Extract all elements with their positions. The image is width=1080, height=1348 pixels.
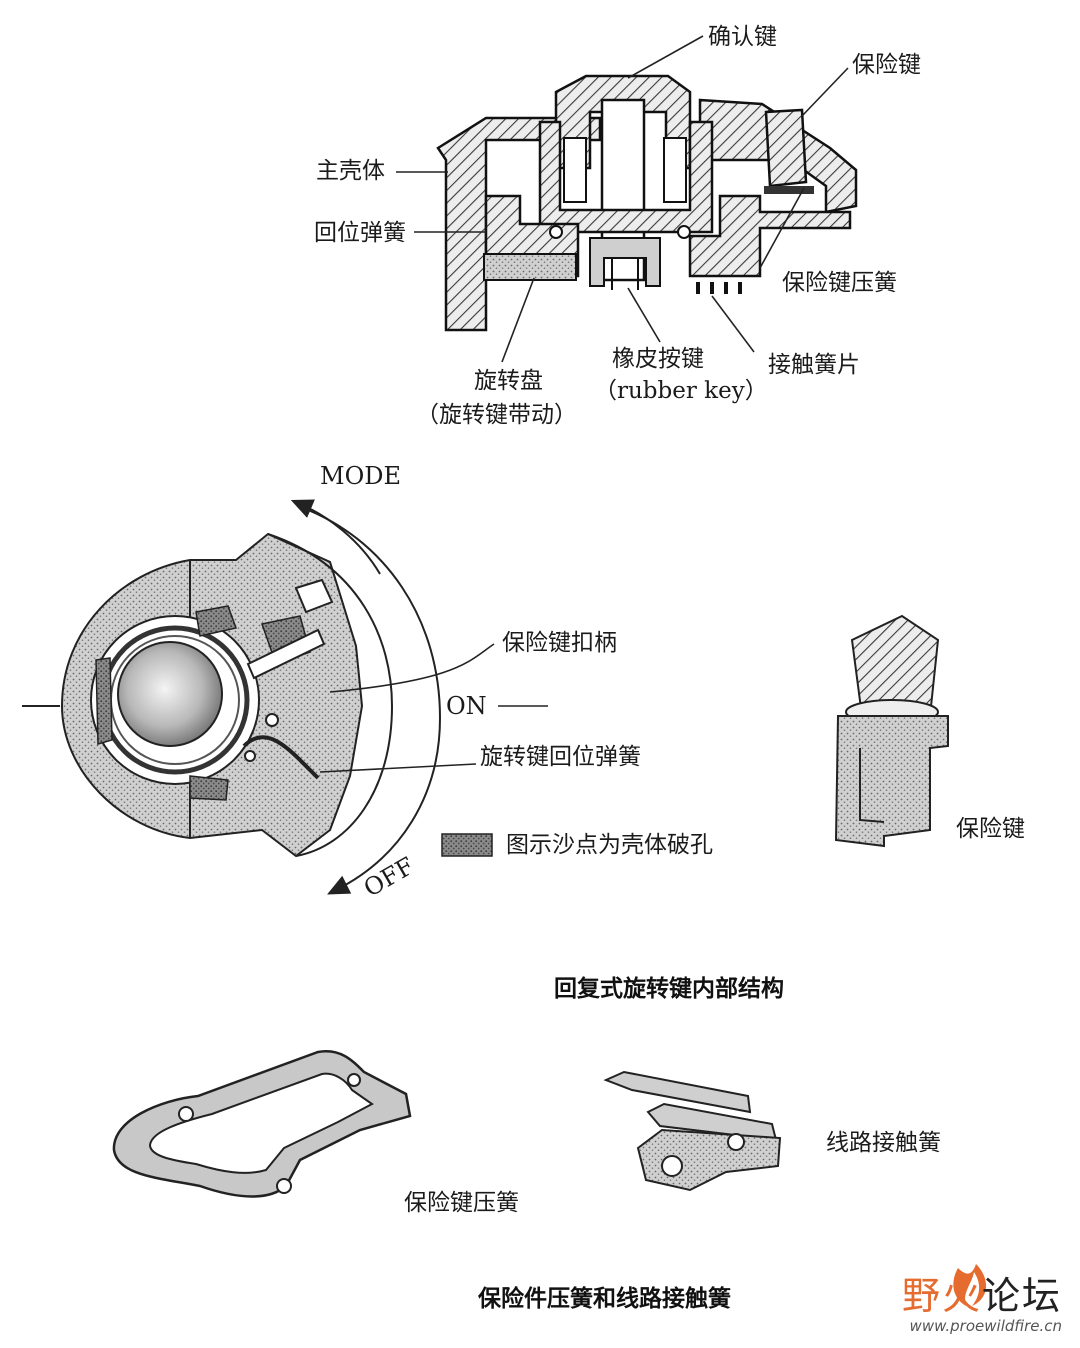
label-safety-key-handle: 保险键扣柄: [502, 630, 617, 656]
label-mode: MODE: [320, 462, 402, 490]
cross-section-drawing: [436, 74, 858, 332]
top-leader-lines: [396, 35, 849, 363]
label-safety-key-spring-part: 保险键压簧: [404, 1190, 519, 1216]
label-on: ON: [446, 692, 487, 720]
safety-key-spring-part: [112, 1049, 412, 1198]
label-rotary-return-spring: 旋转键回位弹簧: [480, 744, 641, 770]
label-rotary-disc-note: （旋转键带动）: [416, 402, 577, 428]
label-safety-key: 保险键: [852, 52, 921, 78]
label-circuit-contact-spring: 线路接触簧: [826, 1130, 941, 1156]
caption-rotary-key-structure: 回复式旋转键内部结构: [554, 976, 784, 1002]
caption-springs: 保险件压簧和线路接触簧: [478, 1286, 731, 1312]
legend-text: 图示沙点为壳体破孔: [506, 832, 713, 858]
label-main-housing: 主壳体: [316, 158, 385, 184]
watermark-title-part2: 论坛: [981, 1274, 1062, 1318]
label-return-spring: 回位弹簧: [314, 220, 406, 246]
legend-swatch: [441, 833, 493, 857]
safety-key-3d-part: [834, 614, 949, 848]
watermark-title: 野火论坛: [902, 1277, 1062, 1315]
middle-leader-lines: [319, 643, 548, 773]
circuit-contact-spring-part: [603, 1070, 782, 1192]
watermark-title-part1: 野火: [901, 1274, 982, 1318]
label-rubber-key-note: （rubber key）: [594, 378, 768, 404]
rotary-key-plan-view: [22, 499, 442, 895]
flame-logo-icon: [953, 1264, 987, 1306]
label-confirm-key: 确认键: [708, 24, 777, 50]
label-safety-key-part: 保险键: [956, 816, 1025, 842]
label-rotary-disc: 旋转盘: [474, 368, 543, 394]
label-safety-key-spring: 保险键压簧: [782, 270, 897, 296]
label-rubber-key: 橡皮按键: [612, 346, 704, 372]
watermark-url: www.proewildfire.cn: [909, 1317, 1062, 1335]
label-contact-spring-leaf: 接触簧片: [768, 352, 860, 378]
watermark: 野火论坛 www.proewildfire.cn: [902, 1277, 1062, 1334]
